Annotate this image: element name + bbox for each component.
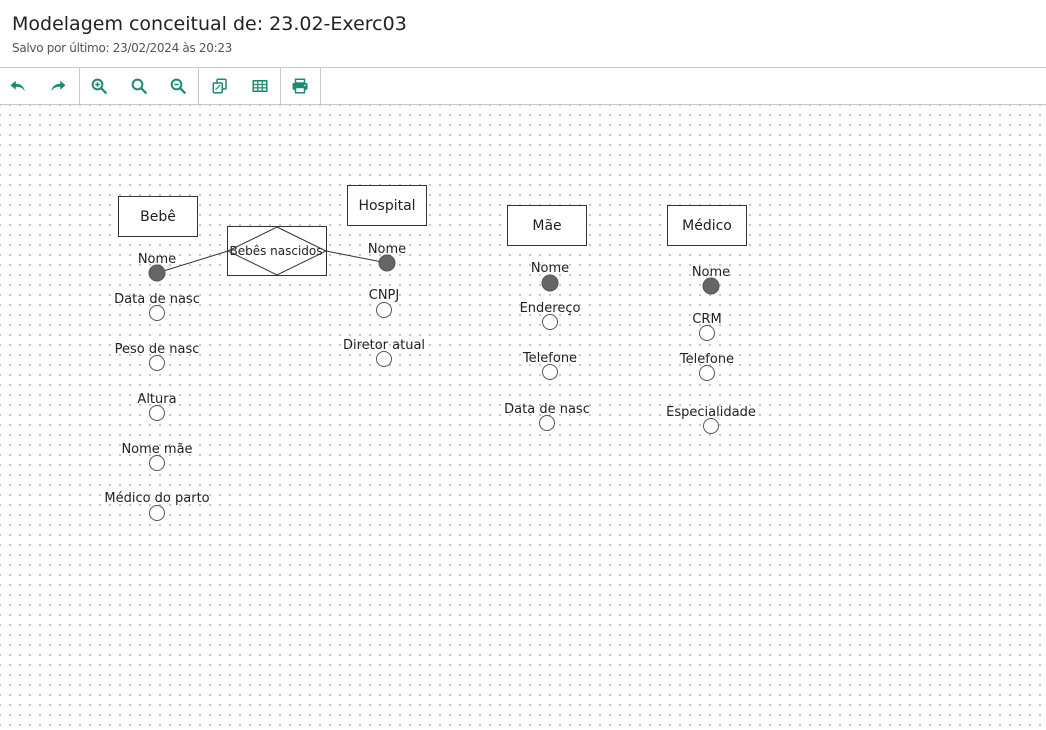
table-icon bbox=[252, 80, 268, 92]
attribute-dot[interactable] bbox=[376, 351, 392, 367]
entity-bebe-box[interactable] bbox=[118, 196, 198, 237]
attribute-label: Telefone bbox=[679, 352, 735, 367]
zoom-reset-icon bbox=[131, 78, 147, 94]
toolbar bbox=[0, 68, 1046, 105]
redo-icon bbox=[51, 80, 66, 92]
undo-button[interactable] bbox=[6, 74, 30, 98]
attribute-label: Nome bbox=[137, 252, 177, 267]
attribute-dot[interactable] bbox=[149, 405, 165, 421]
attribute-dot[interactable] bbox=[542, 314, 558, 330]
connector-bebe-relationship bbox=[156, 250, 229, 274]
export-group bbox=[199, 68, 281, 104]
relationship-bebes-nascidos-label: Bebês nascidos bbox=[229, 244, 323, 258]
attribute-dot[interactable] bbox=[539, 415, 555, 431]
diagram-shapes bbox=[118, 185, 747, 521]
key-attribute-dot[interactable] bbox=[541, 274, 559, 292]
key-attribute-dot[interactable] bbox=[378, 254, 396, 272]
entity-mae-box[interactable] bbox=[507, 205, 587, 246]
attribute-label: Médico do parto bbox=[104, 491, 210, 506]
attribute-dot[interactable] bbox=[149, 505, 165, 521]
entity-medico-label: Médico bbox=[682, 218, 732, 234]
attribute-dot[interactable] bbox=[376, 302, 392, 318]
attribute-label: Nome mãe bbox=[121, 442, 193, 457]
diagram-canvas[interactable]: Bebê Hospital Mãe Médico Bebês nascidos … bbox=[0, 105, 1046, 730]
saved-timestamp: Salvo por último: 23/02/2024 às 20:23 bbox=[12, 41, 233, 55]
attribute-label: Altura bbox=[137, 392, 177, 407]
attribute-label: Nome bbox=[367, 242, 407, 257]
table-button[interactable] bbox=[248, 74, 272, 98]
page-title: Modelagem conceitual de: 23.02-Exerc03 bbox=[12, 13, 407, 35]
attribute-label: CRM bbox=[692, 312, 722, 327]
copy-icon bbox=[212, 78, 227, 94]
zoom-out-icon bbox=[170, 78, 186, 94]
entity-mae-label: Mãe bbox=[532, 218, 562, 234]
header: Modelagem conceitual de: 23.02-Exerc03 S… bbox=[0, 0, 1046, 68]
attribute-label: Data de nasc bbox=[114, 292, 200, 307]
print-icon bbox=[292, 78, 308, 94]
attribute-label: Nome bbox=[530, 261, 570, 276]
attribute-label: Endereço bbox=[519, 301, 581, 316]
print-group bbox=[281, 68, 321, 104]
entity-hospital-box[interactable] bbox=[347, 185, 427, 226]
attribute-label: Telefone bbox=[522, 351, 578, 366]
attribute-label: Diretor atual bbox=[342, 338, 426, 353]
attribute-label: CNPJ bbox=[368, 288, 400, 303]
zoom-out-button[interactable] bbox=[166, 74, 190, 98]
attribute-dot[interactable] bbox=[699, 325, 715, 341]
print-button[interactable] bbox=[288, 74, 312, 98]
zoom-reset-button[interactable] bbox=[127, 74, 151, 98]
zoom-in-button[interactable] bbox=[87, 74, 111, 98]
attribute-dot[interactable] bbox=[542, 364, 558, 380]
attribute-dot[interactable] bbox=[699, 365, 715, 381]
attribute-dot[interactable] bbox=[703, 418, 719, 434]
entity-medico-box[interactable] bbox=[667, 205, 747, 246]
copy-button[interactable] bbox=[208, 74, 232, 98]
attribute-label: Especialidade bbox=[666, 405, 756, 420]
zoom-in-icon bbox=[91, 78, 107, 94]
entity-bebe-label: Bebê bbox=[140, 209, 176, 225]
attribute-label: Nome bbox=[691, 265, 731, 280]
attribute-dot[interactable] bbox=[149, 355, 165, 371]
relationship-bebes-nascidos-shape[interactable] bbox=[226, 226, 328, 276]
key-attribute-dot[interactable] bbox=[148, 264, 166, 282]
attribute-dot[interactable] bbox=[149, 455, 165, 471]
zoom-group bbox=[80, 68, 199, 104]
key-attribute-dot[interactable] bbox=[702, 277, 720, 295]
connector-relationship-hospital bbox=[325, 250, 388, 264]
attribute-label: Data de nasc bbox=[504, 402, 590, 417]
undo-icon bbox=[10, 80, 25, 92]
attribute-label: Peso de nasc bbox=[114, 342, 200, 357]
attribute-dot[interactable] bbox=[149, 305, 165, 321]
history-group bbox=[0, 68, 80, 104]
redo-button[interactable] bbox=[46, 74, 70, 98]
entity-hospital-label: Hospital bbox=[358, 198, 416, 214]
